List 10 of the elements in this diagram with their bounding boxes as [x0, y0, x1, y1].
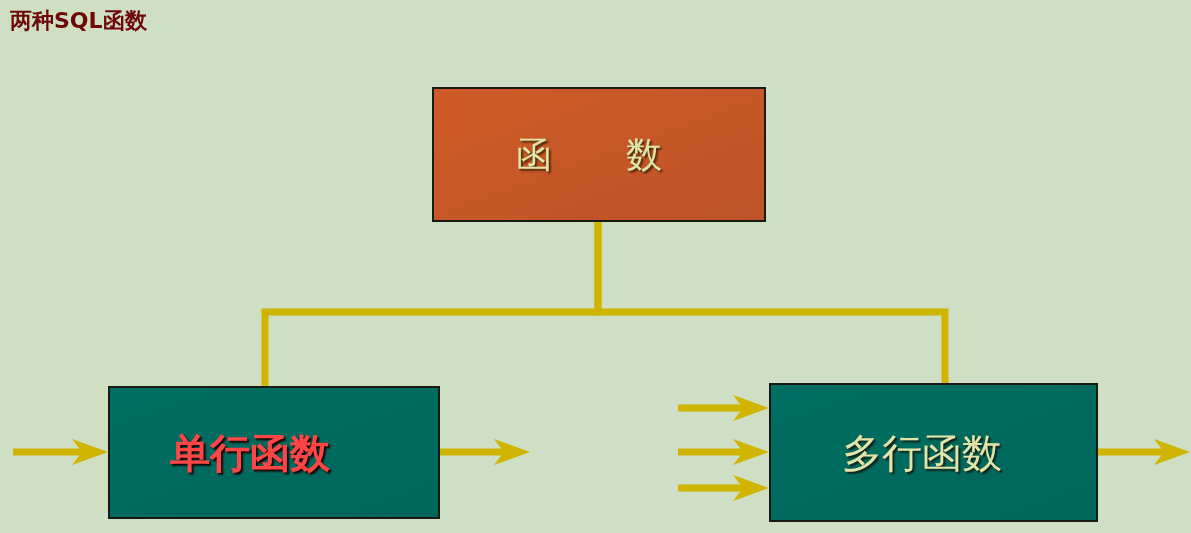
process-box	[769, 383, 1098, 522]
arrow	[440, 439, 530, 465]
process-box	[108, 386, 440, 519]
arrow	[1098, 439, 1190, 465]
connector-line	[594, 222, 949, 383]
node-label: 函 数	[516, 134, 662, 175]
node-label: 单行函数	[170, 430, 330, 475]
function-box	[432, 87, 766, 222]
node-label: 多行函数	[841, 430, 1002, 475]
diagram-title: 两种SQL函数	[10, 7, 147, 35]
